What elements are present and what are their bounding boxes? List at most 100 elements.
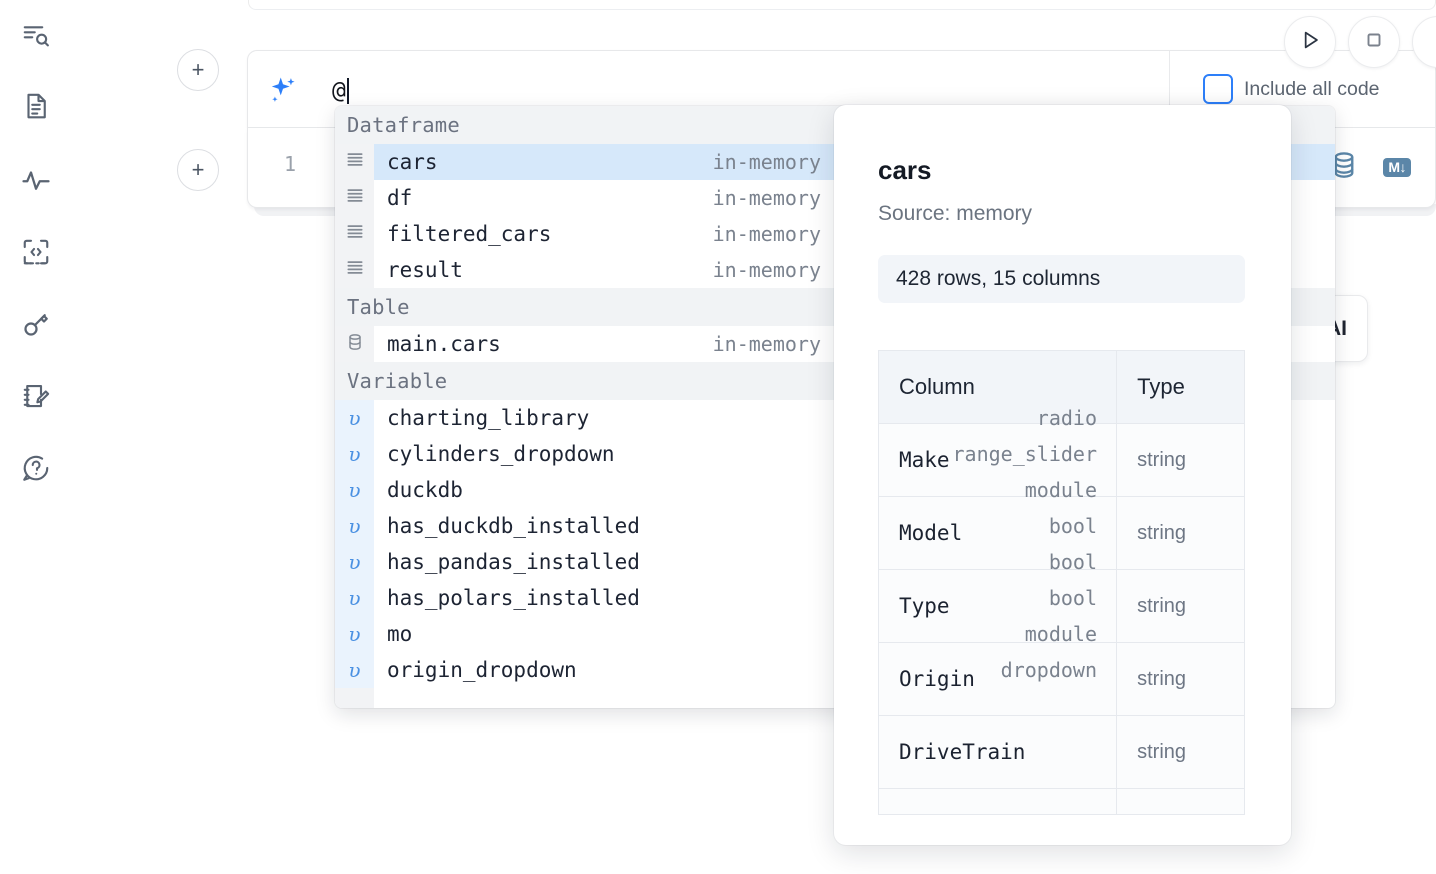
option-icon-gutter <box>335 216 374 252</box>
run-cell-button[interactable] <box>1284 16 1336 68</box>
option-name: df <box>387 186 413 210</box>
table-row-partial <box>877 788 1245 815</box>
option-meta: range_slider <box>952 442 1098 466</box>
dataframe-rows-icon <box>345 186 365 210</box>
schema-column-type: string <box>1116 423 1245 497</box>
option-meta: bool <box>1048 586 1097 610</box>
table-header-row: Column Type <box>877 350 1245 424</box>
sidebar-item-secrets[interactable] <box>14 302 58 346</box>
ai-prompt-input-value: @ <box>332 78 346 104</box>
schema-column-type: string <box>1116 569 1245 643</box>
code-snippet-icon <box>21 237 51 267</box>
dataframe-detail-panel: cars Source: memory 428 rows, 15 columns… <box>834 105 1291 845</box>
schema-column-type: string <box>1116 715 1245 789</box>
option-icon-gutter: υ <box>335 616 374 652</box>
option-name: cylinders_dropdown <box>387 442 615 466</box>
schema-column-name <box>877 788 1118 815</box>
column-header-type: Type <box>1116 350 1245 424</box>
detail-shape-badge: 428 rows, 15 columns <box>878 255 1245 303</box>
activity-pulse-icon <box>21 165 51 195</box>
ai-prompt-input[interactable]: @ <box>332 71 349 111</box>
variable-icon: υ <box>348 586 361 610</box>
option-name: duckdb <box>387 478 463 502</box>
file-text-icon <box>21 91 51 121</box>
option-meta: dropdown <box>1000 658 1097 682</box>
play-icon <box>1297 27 1323 58</box>
notebook-top-cell-edge <box>248 0 1436 10</box>
option-name: result <box>387 258 463 282</box>
markdown-icon[interactable]: M↓ <box>1383 157 1411 178</box>
plus-icon: + <box>191 57 205 82</box>
variable-icon: υ <box>348 406 361 430</box>
sidebar-item-snippets[interactable] <box>14 230 58 274</box>
variable-icon: υ <box>348 514 361 538</box>
line-number: 1 <box>283 152 296 176</box>
option-name: origin_dropdown <box>387 658 577 682</box>
schema-column-type: string <box>1116 642 1245 716</box>
option-icon-gutter: υ <box>335 472 374 508</box>
option-meta: in-memory <box>712 186 821 210</box>
stop-square-icon <box>1362 28 1386 57</box>
database-icon[interactable] <box>1329 150 1359 185</box>
option-icon-gutter: υ <box>335 580 374 616</box>
text-cursor <box>346 78 349 104</box>
variable-icon: υ <box>348 550 361 574</box>
divider <box>1169 51 1170 129</box>
option-name: mo <box>387 622 413 646</box>
option-icon-gutter: υ <box>335 652 374 688</box>
schema-column-type <box>1116 788 1245 815</box>
plus-icon: + <box>191 157 205 182</box>
option-meta: module <box>1024 622 1097 646</box>
option-meta: in-memory <box>712 332 821 356</box>
database-table-icon <box>345 332 365 356</box>
schema-column-name: Origin <box>877 642 1118 716</box>
cell-icon-group: M↓ <box>1329 150 1411 185</box>
option-icon-gutter: υ <box>335 544 374 580</box>
dataframe-rows-icon <box>345 150 365 174</box>
sparkle-ai-icon <box>266 73 300 107</box>
schema-column-name: Type <box>877 569 1118 643</box>
include-all-code-checkbox[interactable] <box>1203 74 1233 104</box>
dataframe-rows-icon <box>345 258 365 282</box>
include-all-code-toggle[interactable]: Include all code <box>1203 74 1380 104</box>
option-icon-gutter <box>335 180 374 216</box>
variable-icon: υ <box>348 622 361 646</box>
variable-icon: υ <box>348 658 361 682</box>
variable-icon: υ <box>348 478 361 502</box>
option-name: filtered_cars <box>387 222 552 246</box>
option-name: has_polars_installed <box>387 586 640 610</box>
stop-cell-button[interactable] <box>1348 16 1400 68</box>
sidebar-item-activity[interactable] <box>14 158 58 202</box>
detail-source: Source: memory <box>878 202 1033 225</box>
chat-question-icon <box>21 453 51 483</box>
option-name: charting_library <box>387 406 590 430</box>
scratchpad-edit-icon <box>21 381 51 411</box>
explore-outline-icon <box>21 21 51 51</box>
key-icon <box>21 309 51 339</box>
option-meta: bool <box>1048 550 1097 574</box>
sidebar-item-help-chat[interactable] <box>14 446 58 490</box>
sidebar-item-explore-outline[interactable] <box>14 14 58 58</box>
add-cell-below-button[interactable]: + <box>177 149 219 191</box>
option-icon-gutter <box>335 144 374 180</box>
option-icon-gutter: υ <box>335 400 374 436</box>
option-meta: in-memory <box>712 150 821 174</box>
add-cell-above-button[interactable]: + <box>177 49 219 91</box>
option-name: has_duckdb_installed <box>387 514 640 538</box>
option-meta: bool <box>1048 514 1097 538</box>
column-header-column: Column <box>877 350 1118 424</box>
option-icon-gutter: υ <box>335 508 374 544</box>
option-icon-gutter <box>335 252 374 288</box>
sidebar-icon-rail <box>0 0 72 874</box>
sidebar-item-scratchpad[interactable] <box>14 374 58 418</box>
sidebar-item-notebook-file[interactable] <box>14 84 58 128</box>
include-all-code-label: Include all code <box>1244 77 1380 100</box>
schema-column-name: Make <box>877 423 1118 497</box>
option-meta: in-memory <box>712 258 821 282</box>
schema-column-name: DriveTrain <box>877 715 1118 789</box>
more-cell-actions-button[interactable] <box>1412 16 1436 68</box>
